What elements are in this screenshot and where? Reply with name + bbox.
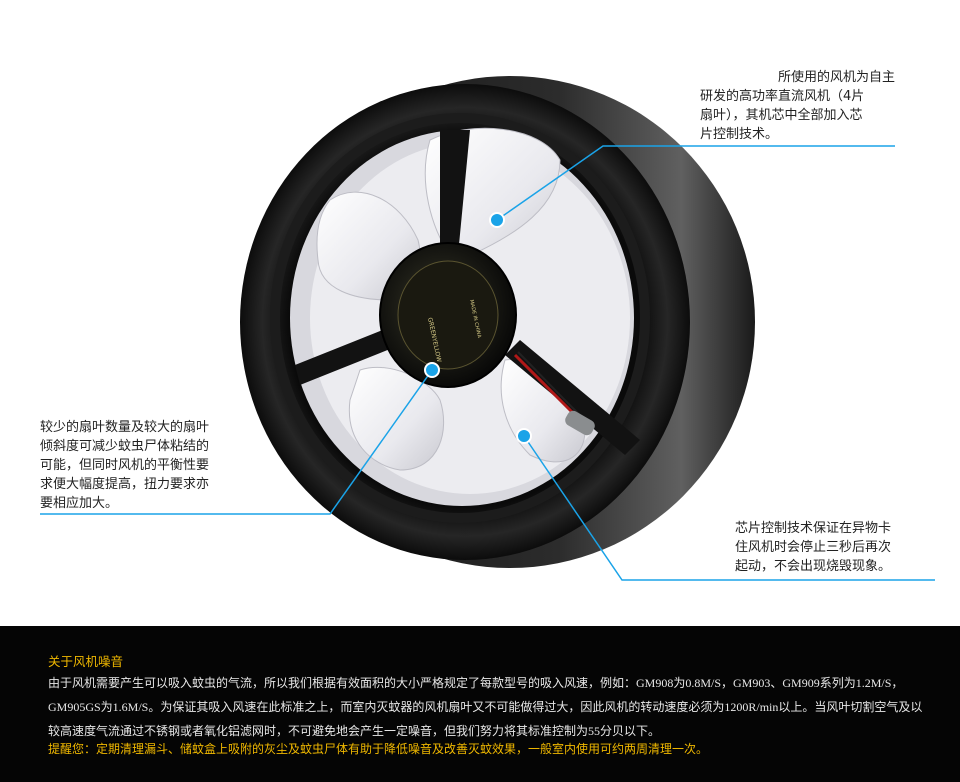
callout-dot-right: [516, 428, 532, 444]
callout-motor: 所使用的风机为自主 研发的高功率直流风机（4片 扇叶），其机芯中全部加入芯 片控…: [700, 70, 896, 142]
fan-strut-right: [505, 340, 640, 455]
tip-text: 定期清理漏斗、储蚊盒上吸附的灰尘及蚊虫尸体有助于降低噪音及改善灭蚊效果，一般室内…: [96, 742, 709, 756]
product-showcase: GREENYELLOW MADE IN CHINA 所使用的风机为自主 研发的高…: [40, 70, 935, 581]
fan-hub-label: [397, 260, 499, 370]
noise-info-panel: 关于风机噪音 由于风机需要产生可以吸入蚊虫的气流，所以我们根据有效面积的大小严格…: [0, 626, 960, 782]
callout-chip-control: 芯片控制技术保证在异物卡 住风机时会停止三秒后再次 起动，不会出现烧毁现象。: [735, 521, 892, 574]
fan-inner-ring: [270, 113, 650, 523]
callout-line-top: [496, 145, 895, 221]
tip-line: 提醒您：定期清理漏斗、储蚊盒上吸附的灰尘及蚊虫尸体有助于降低噪音及改善灭蚊效果，…: [48, 741, 928, 757]
info-body: 由于风机需要产生可以吸入蚊虫的气流，所以我们根据有效面积的大小严格规定了每款型号…: [48, 676, 923, 738]
fan-strut-left: [295, 325, 400, 385]
callout-dot-top: [489, 212, 505, 228]
info-title: 关于风机噪音: [48, 655, 124, 669]
fan-connector: [565, 410, 595, 436]
callout-line-right: [523, 435, 935, 581]
callout-blades: 较少的扇叶数量及较大的扇叶 倾斜度可减少蚊虫尸体粘结的 可能，但同时风机的平衡性…: [40, 420, 210, 511]
fan-illustration: GREENYELLOW MADE IN CHINA: [40, 76, 935, 581]
fan-strut-top: [440, 130, 470, 255]
tip-label: 提醒您：: [48, 742, 97, 756]
callout-dot-left: [424, 362, 440, 378]
callout-line-left: [40, 369, 433, 515]
